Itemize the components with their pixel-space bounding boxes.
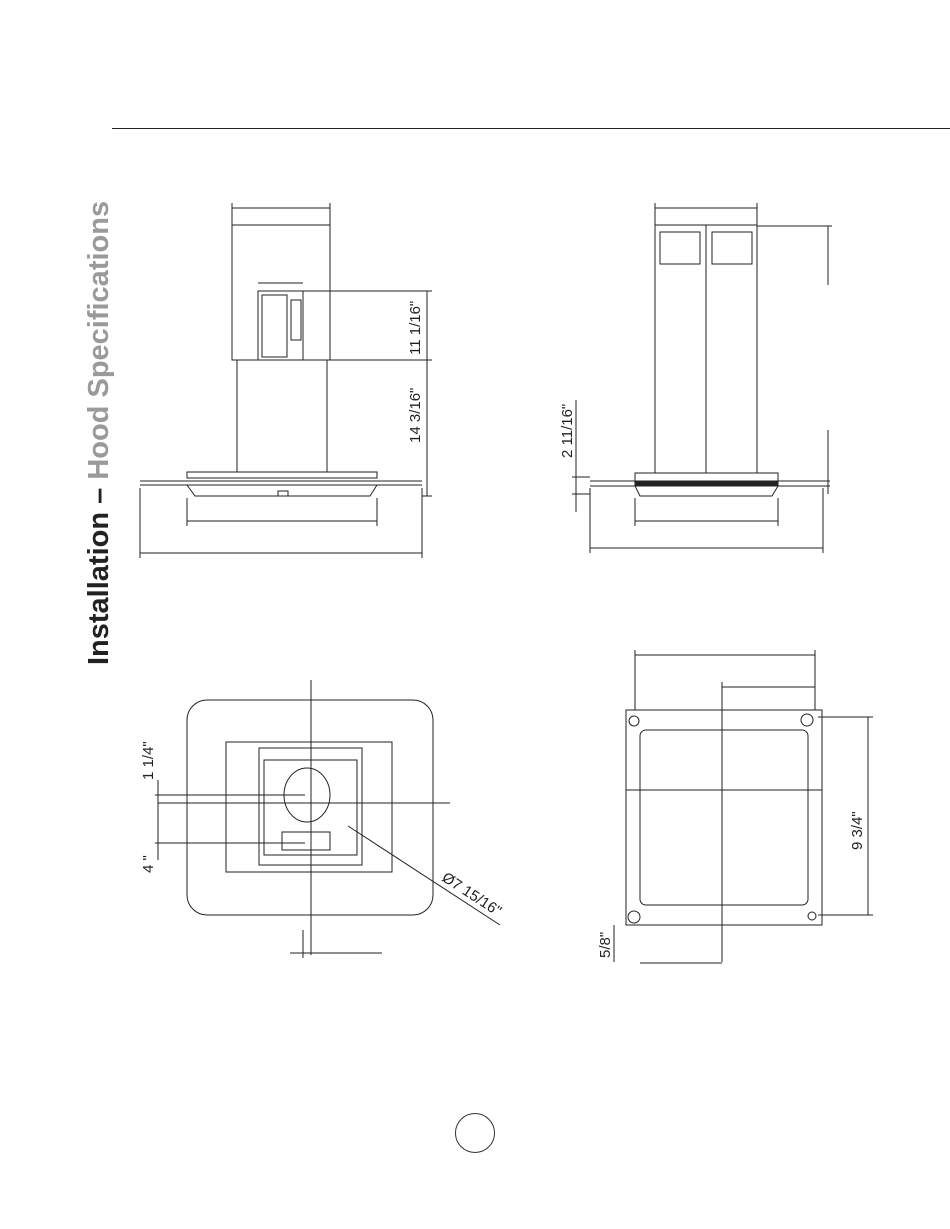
dim-4: 4 ": [140, 855, 157, 873]
top-view: [155, 680, 500, 958]
diameter-value: 7 15/16": [449, 875, 505, 919]
dim-14-3-16: 14 3/16": [407, 388, 424, 443]
side-view: [572, 203, 832, 553]
front-view: [140, 203, 432, 558]
dim-5-8: 5/8": [597, 932, 614, 958]
page-number-badge: [455, 1113, 495, 1153]
dim-2-11-16: 2 11/16": [559, 404, 576, 458]
dim-11-1-16: 11 1/16": [407, 301, 424, 355]
mounting-plate: [614, 650, 873, 963]
dim-1-1-4: 1 1/4": [140, 741, 157, 780]
dim-9-3-4: 9 3/4": [849, 811, 866, 850]
dim-diameter-7-15-16: Ø7 15/16": [439, 869, 504, 920]
